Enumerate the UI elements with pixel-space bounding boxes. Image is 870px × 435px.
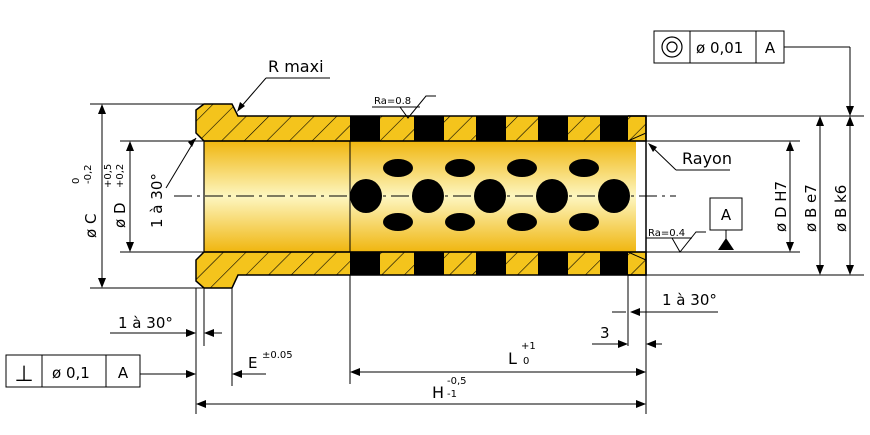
perpendicularity-icon: ⊥: [14, 362, 33, 387]
left-dimensions: [90, 103, 204, 289]
perpendicularity-datum: A: [118, 364, 129, 382]
bushing-body: [174, 103, 676, 289]
bottom-dimensions: [110, 275, 718, 414]
concentricity-value: ø 0,01: [696, 39, 743, 57]
graphite-plugs-top: [350, 116, 628, 141]
ra-bottom-callout: [646, 231, 706, 253]
perpendicularity-value: ø 0,1: [52, 364, 90, 382]
rayon-callout: [648, 143, 730, 171]
ra-top-label: Ra=0.8: [374, 96, 411, 107]
chamfer-right-label: 1 à 30°: [662, 291, 717, 309]
dim-d-left-tol-lower: +0,2: [115, 164, 126, 188]
perpendicularity-frame: [5, 354, 190, 388]
dim-c-tol-lower: -0,2: [83, 164, 94, 184]
concentricity-datum: A: [765, 39, 776, 57]
right-dimensions: [646, 115, 864, 276]
rayon-label: Rayon: [682, 149, 732, 168]
dim-h-tol-upper: -0,5: [447, 376, 467, 387]
datum-a-feature: [709, 197, 743, 250]
dim-c-label: ø C: [82, 214, 100, 238]
ra-bottom-label: Ra=0.4: [648, 228, 685, 239]
dim-l-tol-lower: 0: [523, 356, 529, 367]
dim-h-tol-lower: -1: [447, 389, 457, 400]
dim-d-left-label: ø D: [111, 203, 129, 229]
chamfer-left-vertical-label: 1 à 30°: [148, 173, 166, 228]
dim-b-k6-label: ø B k6: [832, 185, 850, 232]
dim-c-tol-upper: 0: [71, 178, 82, 184]
dim-b-e7-label: ø B e7: [802, 184, 820, 232]
dim-three-label: 3: [600, 324, 610, 342]
graphite-plugs-bottom: [350, 252, 628, 275]
dim-d-left-tol-upper: +0,5: [103, 164, 114, 188]
datum-a-label: A: [721, 206, 732, 224]
concentricity-icon: [661, 36, 683, 58]
dim-e-label: E: [248, 354, 257, 372]
graphite-dots: [350, 159, 630, 231]
r-maxi-label: R maxi: [268, 57, 324, 76]
chamfer-left-bottom-label: 1 à 30°: [118, 314, 173, 332]
dim-l-label: L: [508, 349, 517, 368]
dim-h-label: H: [432, 383, 444, 402]
dim-e-tol: ±0.05: [262, 350, 293, 361]
dim-d-h7-label: ø D H7: [772, 181, 790, 232]
dim-l-tol-upper: +1: [521, 341, 536, 352]
concentricity-frame: [653, 30, 854, 116]
ra-top-callout: [372, 95, 436, 119]
r-maxi-callout: [237, 77, 330, 112]
